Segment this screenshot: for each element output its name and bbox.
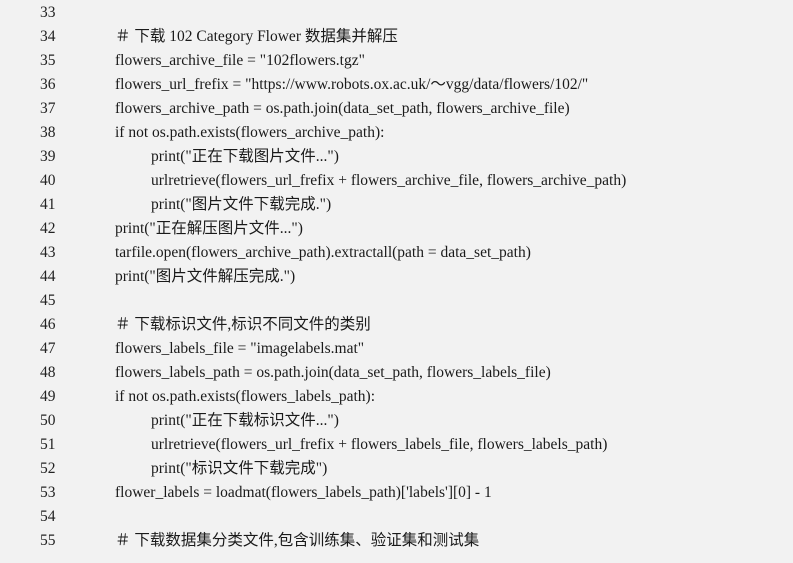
line-number: 44 — [40, 268, 56, 285]
line-number: 39 — [40, 148, 56, 165]
code-line: 45 — [0, 289, 793, 313]
code-text: print("正在解压图片文件...") — [115, 220, 303, 237]
line-number: 42 — [40, 220, 56, 237]
code-line: 44 print("图片文件解压完成.") — [0, 265, 793, 289]
code-text: tarfile.open(flowers_archive_path).extra… — [115, 244, 531, 261]
code-text: print("图片文件解压完成.") — [115, 268, 296, 285]
code-text: flowers_archive_path = os.path.join(data… — [115, 100, 570, 117]
code-line: 36 flowers_url_frefix = "https://www.robo… — [0, 73, 793, 97]
code-text: print("正在下载图片文件...") — [151, 148, 339, 165]
code-line: 39 print("正在下载图片文件...") — [0, 145, 793, 169]
code-line: 42 print("正在解压图片文件...") — [0, 217, 793, 241]
code-line: 55 ＃ 下载数据集分类文件,包含训练集、验证集和测试集 — [0, 529, 793, 553]
code-line: 53 flower_labels = loadmat(flowers_labels… — [0, 481, 793, 505]
code-line: 38 if not os.path.exists(flowers_archive_… — [0, 121, 793, 145]
line-number: 50 — [40, 412, 56, 429]
code-line: 51 urlretrieve(flowers_url_frefix + flowe… — [0, 433, 793, 457]
line-number: 54 — [40, 508, 56, 525]
code-text: urlretrieve(flowers_url_frefix + flowers… — [151, 172, 627, 189]
line-number: 40 — [40, 172, 56, 189]
code-line: 40 urlretrieve(flowers_url_frefix + flowe… — [0, 169, 793, 193]
code-text: urlretrieve(flowers_url_frefix + flowers… — [151, 436, 608, 453]
code-line: 33 — [0, 1, 793, 25]
code-text: print("图片文件下载完成.") — [151, 196, 332, 213]
code-line: 54 — [0, 505, 793, 529]
line-number: 47 — [40, 340, 56, 357]
line-number: 52 — [40, 460, 56, 477]
code-text: flowers_labels_path = os.path.join(data_… — [115, 364, 551, 381]
code-text: flower_labels = loadmat(flowers_labels_p… — [115, 484, 492, 501]
line-number: 49 — [40, 388, 56, 405]
code-line: 34 ＃ 下载 102 Category Flower 数据集并解压 — [0, 25, 793, 49]
code-text: flowers_url_frefix = "https://www.robots… — [115, 76, 589, 93]
line-number: 41 — [40, 196, 56, 213]
code-line: 49 if not os.path.exists(flowers_labels_p… — [0, 385, 793, 409]
code-line: 43 tarfile.open(flowers_archive_path).ext… — [0, 241, 793, 265]
line-number: 33 — [40, 4, 56, 21]
line-number: 37 — [40, 100, 56, 117]
line-number: 34 — [40, 28, 56, 45]
code-text: if not os.path.exists(flowers_labels_pat… — [115, 388, 376, 405]
code-line: 47 flowers_labels_file = "imagelabels.mat… — [0, 337, 793, 361]
code-comment: ＃ 下载数据集分类文件,包含训练集、验证集和测试集 — [115, 532, 480, 549]
code-line: 35 flowers_archive_file = "102flowers.tgz… — [0, 49, 793, 73]
code-comment: ＃ 下载标识文件,标识不同文件的类别 — [115, 316, 371, 333]
line-number: 38 — [40, 124, 56, 141]
code-line: 41 print("图片文件下载完成.") — [0, 193, 793, 217]
line-number: 53 — [40, 484, 56, 501]
code-line: 50 print("正在下载标识文件...") — [0, 409, 793, 433]
code-text: flowers_archive_file = "102flowers.tgz" — [115, 52, 365, 69]
line-number: 46 — [40, 316, 56, 333]
line-number: 36 — [40, 76, 56, 93]
code-text: print("正在下载标识文件...") — [151, 412, 339, 429]
line-number: 48 — [40, 364, 56, 381]
line-number: 51 — [40, 436, 56, 453]
line-number: 43 — [40, 244, 56, 261]
code-line: 48 flowers_labels_path = os.path.join(dat… — [0, 361, 793, 385]
code-line: 52 print("标识文件下载完成") — [0, 457, 793, 481]
code-line: 37 flowers_archive_path = os.path.join(da… — [0, 97, 793, 121]
code-comment: ＃ 下载 102 Category Flower 数据集并解压 — [115, 28, 398, 45]
code-text: flowers_labels_file = "imagelabels.mat" — [115, 340, 365, 357]
code-line: 46 ＃ 下载标识文件,标识不同文件的类别 — [0, 313, 793, 337]
line-number: 55 — [40, 532, 56, 549]
line-number: 35 — [40, 52, 56, 69]
code-text: if not os.path.exists(flowers_archive_pa… — [115, 124, 385, 141]
code-text: print("标识文件下载完成") — [151, 460, 328, 477]
line-number: 45 — [40, 292, 56, 309]
